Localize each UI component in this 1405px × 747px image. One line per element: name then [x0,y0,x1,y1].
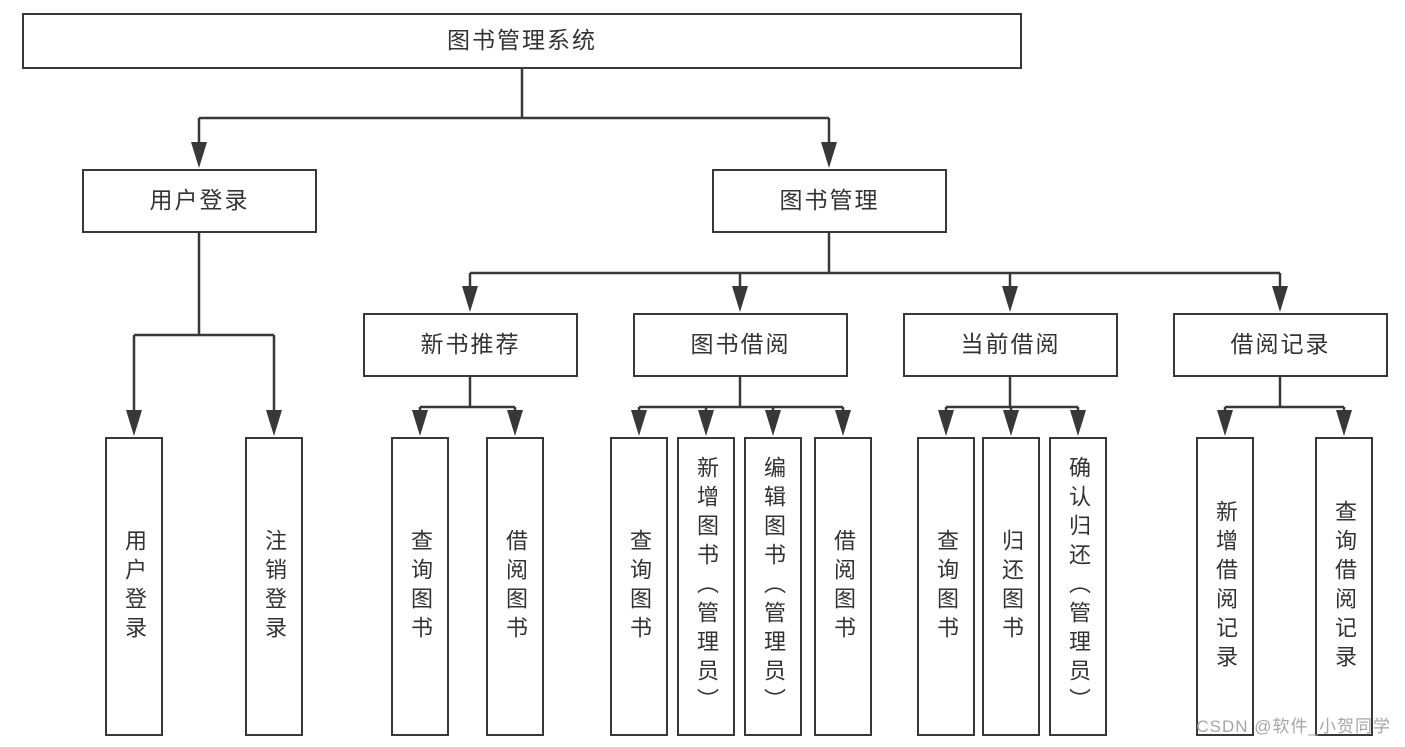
leaf-label: 编辑图书（管理员） [761,456,786,717]
leaf-return-books: 归还图书 [982,437,1040,736]
node-current-borrowing: 当前借阅 [903,313,1118,377]
leaf-label: 借阅图书 [831,528,856,645]
leaf-query-books: 查询图书 [610,437,668,736]
leaf-query-books: 查询图书 [391,437,449,736]
node-new-book-recommendation: 新书推荐 [363,313,578,377]
node-label: 图书管理系统 [447,27,597,54]
leaf-label: 查询图书 [408,528,433,645]
arrowhead [1070,410,1086,436]
leaf-edit-books-admin: 编辑图书（管理员） [744,437,802,736]
arrowhead [126,410,142,436]
leaf-user-login: 用户登录 [105,437,163,736]
arrowhead [698,410,714,436]
arrowhead [191,142,207,168]
leaf-label: 新增图书（管理员） [694,456,719,717]
arrowhead [1217,410,1233,436]
node-book-management: 图书管理 [712,169,947,233]
arrowhead [732,286,748,312]
node-label: 新书推荐 [420,331,521,358]
leaf-add-books-admin: 新增图书（管理员） [677,437,735,736]
node-book-borrowing: 图书借阅 [633,313,848,377]
leaf-add-borrow-record: 新增借阅记录 [1196,437,1254,736]
leaf-borrow-books: 借阅图书 [814,437,872,736]
node-label: 用户登录 [149,187,250,214]
arrowhead [1272,286,1288,312]
arrowhead [462,286,478,312]
csdn-watermark: CSDN @软件_小贺同学 [1196,717,1391,736]
arrowhead [1003,410,1019,436]
leaf-borrow-books: 借阅图书 [486,437,544,736]
leaf-label: 归还图书 [999,528,1024,645]
arrowhead [412,410,428,436]
node-label: 当前借阅 [960,331,1061,358]
arrowhead [765,410,781,436]
node-label: 图书管理 [779,187,880,214]
arrowhead [835,410,851,436]
arrowhead [631,410,647,436]
leaf-logout: 注销登录 [245,437,303,736]
leaf-label: 查询借阅记录 [1332,499,1357,674]
leaf-label: 用户登录 [122,528,147,645]
node-label: 借阅记录 [1230,331,1331,358]
leaf-label: 查询图书 [934,528,959,645]
node-user-login: 用户登录 [82,169,317,233]
leaf-query-books: 查询图书 [917,437,975,736]
node-label: 图书借阅 [690,331,791,358]
arrowhead [507,410,523,436]
arrowhead [938,410,954,436]
leaf-label: 查询图书 [627,528,652,645]
arrowhead [821,142,837,168]
leaf-label: 借阅图书 [503,528,528,645]
leaf-label: 确认归还（管理员） [1066,456,1091,717]
arrowhead [1002,286,1018,312]
arrowhead [1336,410,1352,436]
node-borrowing-records: 借阅记录 [1173,313,1388,377]
node-library-management-system: 图书管理系统 [22,13,1022,69]
arrowhead [266,410,282,436]
leaf-label: 注销登录 [262,528,287,645]
leaf-confirm-return-admin: 确认归还（管理员） [1049,437,1107,736]
leaf-label: 新增借阅记录 [1213,499,1238,674]
leaf-query-borrow-record: 查询借阅记录 [1315,437,1373,736]
